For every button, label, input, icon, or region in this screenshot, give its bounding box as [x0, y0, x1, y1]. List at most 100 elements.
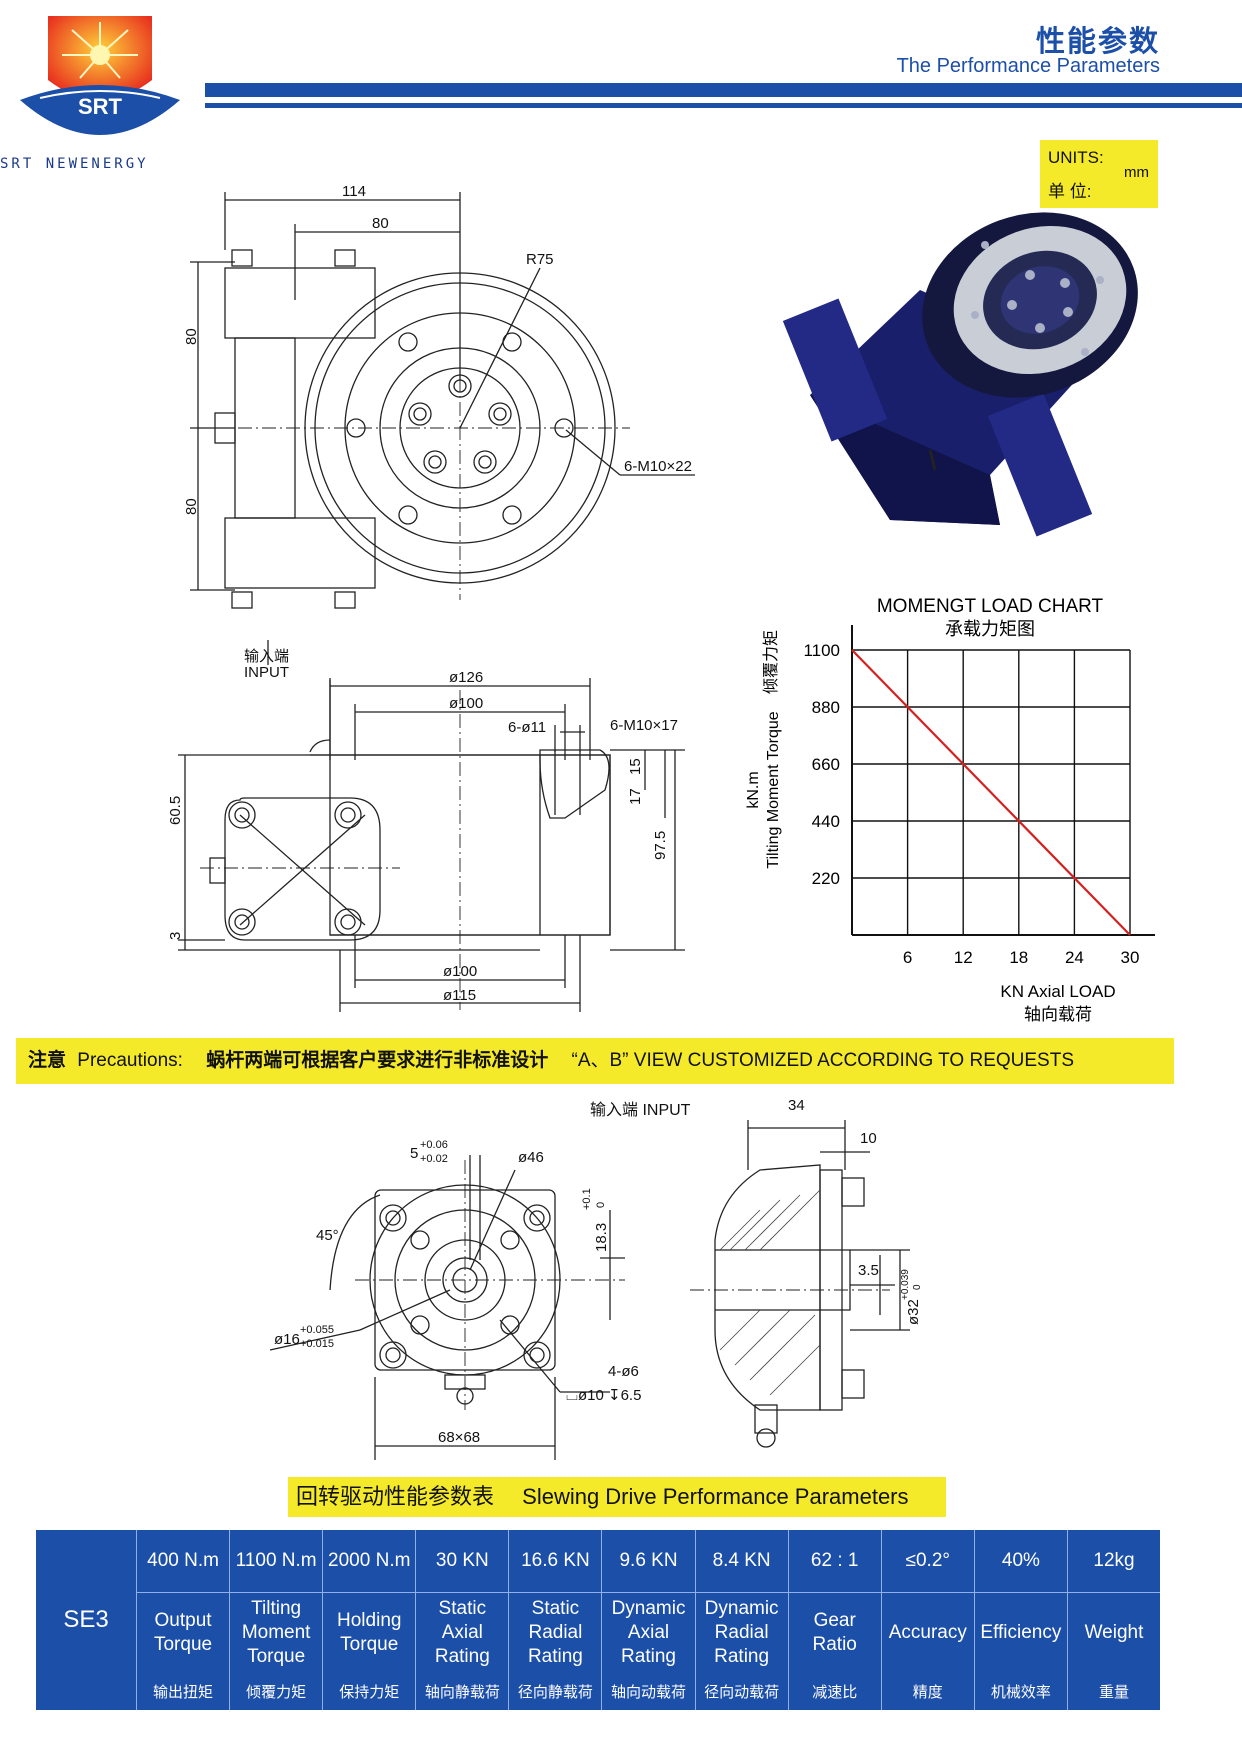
- dim-r75: R75: [526, 251, 554, 268]
- param-name: Dynamic Axial Rating: [611, 1597, 686, 1667]
- dim-18-3: 18.3: [593, 1223, 610, 1252]
- input-view-label: 输入端 INPUT: [590, 1101, 691, 1119]
- dim-6-d11: 6-ø11: [508, 719, 546, 736]
- dim-5-tol-lower: +0.02: [420, 1153, 448, 1165]
- dim-17: 17: [627, 788, 644, 805]
- param-column: ≤0.2° Accuracy 精度: [881, 1530, 975, 1710]
- dim-d100-top: ø100: [449, 695, 483, 712]
- dim-d16-tol-upper: +0.055: [300, 1324, 334, 1336]
- dim-80-left-top: 80: [183, 328, 200, 345]
- dim-5: 5: [410, 1145, 418, 1162]
- param-name: Dynamic Radial Rating: [704, 1597, 779, 1667]
- param-column: 400 N.m Output Torque 输出扭矩: [137, 1530, 231, 1710]
- dim-counterbore: ⌴ø10 ↧6.5: [566, 1387, 641, 1404]
- units-label-en: UNITS:: [1048, 148, 1104, 167]
- chart-xlabel: KN Axial LOAD: [1000, 982, 1115, 1001]
- param-name-cn: 减速比: [812, 1683, 858, 1701]
- header-band-thin: [205, 103, 1242, 108]
- precautions-text-en: “A、B” VIEW CUSTOMIZED ACCORDING TO REQUE…: [571, 1050, 1075, 1071]
- dim-80-left-bottom: 80: [183, 498, 200, 515]
- param-name: Gear Ratio: [812, 1609, 857, 1655]
- chart-y-tick-label: 660: [812, 755, 840, 774]
- precautions-label-cn: 注意: [28, 1050, 67, 1071]
- dim-5-tol-upper: +0.06: [420, 1139, 448, 1151]
- param-name: Holding Torque: [337, 1609, 402, 1655]
- param-name-cn: 轴向动载荷: [611, 1683, 687, 1701]
- dim-d100-bottom: ø100: [443, 963, 477, 980]
- chart-x-tick-label: 18: [1009, 948, 1028, 967]
- dim-d126: ø126: [449, 669, 483, 686]
- header-band-thick: [205, 83, 1242, 97]
- side-input-cn: 输入端: [244, 648, 289, 665]
- table-title-cn: 回转驱动性能参数表: [296, 1484, 495, 1509]
- param-name: Static Axial Rating: [434, 1597, 490, 1667]
- page-title-en: The Performance Parameters: [896, 55, 1160, 77]
- param-column: 12kg Weight 重量: [1067, 1530, 1161, 1710]
- chart-y-tick-label: 220: [812, 869, 840, 888]
- units-value: mm: [1124, 164, 1149, 181]
- chart-y-tick-label: 880: [812, 698, 840, 717]
- param-name: Tilting Moment Torque: [241, 1597, 311, 1667]
- spec-table: SE3 400 N.m Output Torque 输出扭矩 1100 N.m …: [36, 1530, 1161, 1710]
- chart-y-tick-label: 1100: [803, 641, 840, 660]
- dim-3: 3: [167, 932, 184, 940]
- dim-18-3-tol-lower: 0: [595, 1202, 607, 1208]
- param-column: 16.6 KN Static Radial Rating 径向静载荷: [509, 1530, 603, 1710]
- chart-xlabel-cn: 轴向载荷: [1024, 1005, 1092, 1024]
- chart-ylabel-cn: 倾覆力矩: [762, 630, 780, 694]
- moment-load-chart: MOMENGT LOAD CHART 承载力矩图 kN.m Tilting Mo…: [745, 596, 1155, 1024]
- param-column: 30 KN Static Axial Rating 轴向静载荷: [416, 1530, 510, 1710]
- dim-d16: ø16: [274, 1331, 300, 1348]
- precautions-label-en: Precautions:: [77, 1050, 183, 1071]
- dim-d46: ø46: [518, 1149, 544, 1166]
- dim-bolt-holes: 6-M10×22: [624, 458, 692, 475]
- units-label-cn: 单 位:: [1048, 182, 1092, 201]
- chart-yunit: kN.m: [745, 771, 762, 808]
- param-value: 9.6 KN: [602, 1530, 695, 1593]
- param-name: Weight: [1084, 1621, 1144, 1643]
- param-name: Output Torque: [153, 1609, 213, 1655]
- chart-title: MOMENGT LOAD CHART: [877, 596, 1104, 617]
- param-name-cn: 倾覆力矩: [246, 1683, 307, 1701]
- dim-d115: ø115: [443, 987, 476, 1004]
- param-column: 8.4 KN Dynamic Radial Rating 径向动载荷: [695, 1530, 789, 1710]
- param-name: Accuracy: [888, 1621, 967, 1643]
- table-title-en: Slewing Drive Performance Parameters: [522, 1484, 909, 1509]
- table-title: 回转驱动性能参数表 Slewing Drive Performance Para…: [288, 1477, 946, 1517]
- chart-y-tick-label: 440: [812, 812, 840, 831]
- precautions-banner: 注意 Precautions: 蜗杆两端可根据客户要求进行非标准设计 “A、B”…: [16, 1038, 1174, 1084]
- dim-d16-tol-lower: +0.015: [300, 1338, 334, 1350]
- logo-text: SRT: [78, 94, 123, 119]
- units-box: UNITS: 单 位: mm: [1040, 140, 1158, 208]
- dim-10: 10: [860, 1130, 877, 1147]
- brand-name: SRT NEWENERGY: [0, 156, 149, 172]
- param-value: 8.4 KN: [695, 1530, 788, 1593]
- param-name: Efficiency: [980, 1621, 1062, 1643]
- dim-6-m10x17: 6-M10×17: [610, 717, 678, 734]
- top-view-drawing: [190, 192, 695, 609]
- param-value: 400 N.m: [137, 1530, 230, 1593]
- dim-15: 15: [627, 758, 644, 775]
- dim-80-top: 80: [372, 215, 389, 232]
- param-column: 1100 N.m Tilting Moment Torque 倾覆力矩: [230, 1530, 324, 1710]
- chart-ylabel: Tilting Moment Torque: [765, 711, 782, 869]
- dim-97-5: 97.5: [652, 831, 669, 860]
- dim-18-3-tol-upper: +0.1: [581, 1188, 593, 1210]
- param-name-cn: 轴向静载荷: [424, 1683, 500, 1701]
- side-input-en: INPUT: [244, 664, 289, 681]
- dim-d32: ø32: [905, 1299, 922, 1325]
- param-value: 40%: [974, 1530, 1067, 1593]
- param-value: 12kg: [1067, 1530, 1161, 1593]
- dim-68x68: 68×68: [438, 1429, 480, 1446]
- param-name-cn: 保持力矩: [339, 1683, 400, 1701]
- param-value: 30 KN: [416, 1530, 509, 1593]
- param-name-cn: 重量: [1098, 1683, 1129, 1701]
- chart-x-tick-label: 12: [954, 948, 973, 967]
- slewing-drive-render: [782, 212, 1138, 537]
- param-column: 62 : 1 Gear Ratio 减速比: [788, 1530, 882, 1710]
- param-name-cn: 输出扭矩: [153, 1683, 214, 1701]
- param-value: 16.6 KN: [509, 1530, 602, 1593]
- input-end-view-drawing: [269, 1155, 625, 1460]
